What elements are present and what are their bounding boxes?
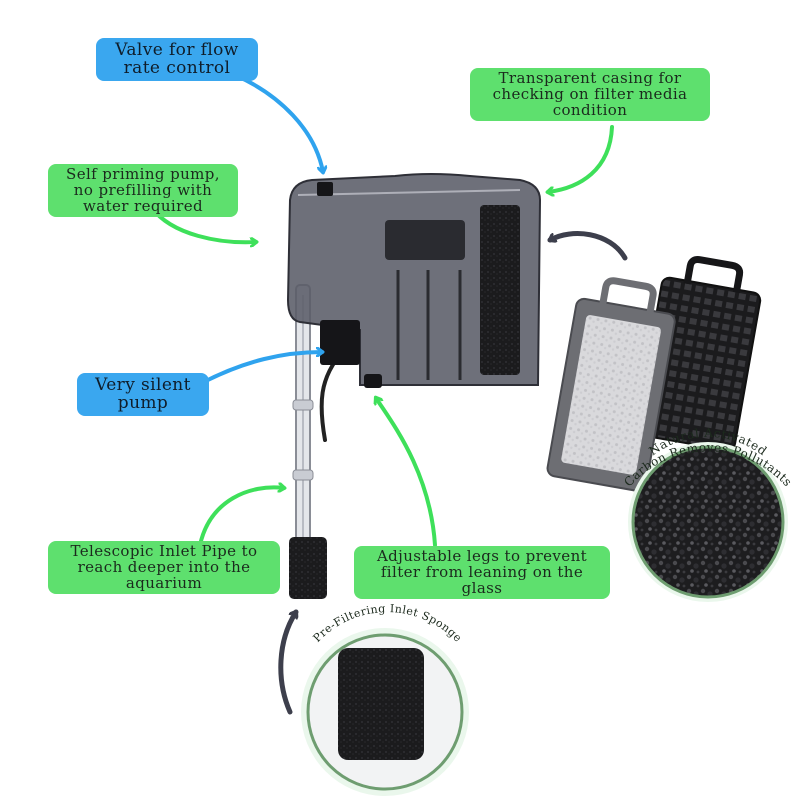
inlet-sponge-callout: Pre-Filtering Inlet Sponge (301, 602, 469, 796)
label-telescopic-pipe: Telescopic Inlet Pipe to reach deeper in… (48, 541, 280, 594)
pump-motor (320, 320, 360, 365)
inlet-sponge-closeup (338, 648, 424, 760)
inlet-sponge-small (289, 537, 327, 599)
arrow-inlet-sponge (278, 609, 299, 715)
label-self-priming: Self priming pump, no prefilling with wa… (48, 164, 238, 217)
filter-cartridges-illustration (546, 256, 762, 492)
activated-carbon-callout: Natural Activated Carbon Removes Polluta… (621, 426, 794, 602)
arrow-cartridges (547, 231, 628, 261)
arrow-silent-pump (196, 352, 322, 387)
arrow-valve (233, 73, 323, 172)
filter-sponge-inside (480, 205, 520, 375)
arrow-legs (376, 398, 437, 547)
hang-on-back-filter-illustration (286, 173, 542, 599)
flow-valve-knob (317, 182, 333, 196)
label-transparent-casing: Transparent casing for checking on filte… (470, 68, 710, 121)
power-cord (319, 358, 338, 442)
adjustable-leg (364, 374, 382, 388)
label-adjustable-legs: Adjustable legs to prevent filter from l… (354, 546, 610, 599)
label-silent-pump: Very silent pump (77, 373, 209, 416)
arrow-transparent-casing (548, 125, 614, 192)
arrow-telescopic (198, 487, 284, 547)
label-valve: Valve for flow rate control (96, 38, 258, 81)
transparent-casing (286, 173, 542, 386)
